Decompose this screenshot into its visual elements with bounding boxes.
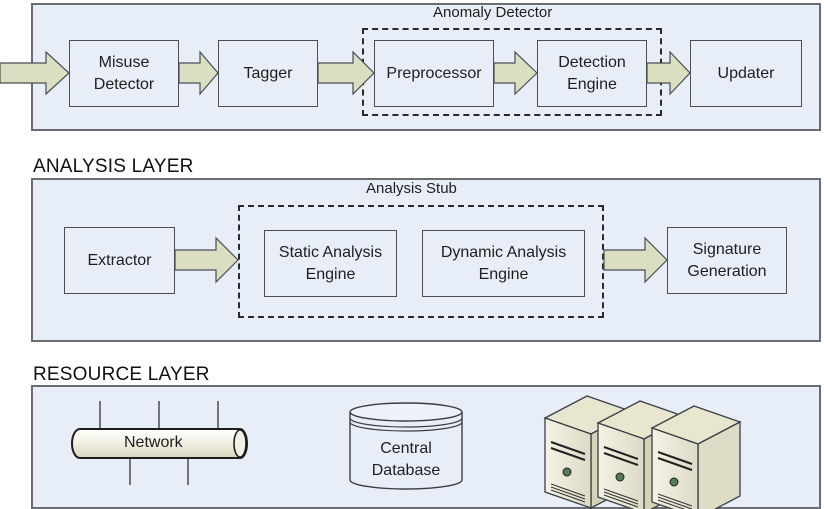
network-label: Network <box>124 434 183 451</box>
arrow-preprocessor-to-detection <box>493 50 538 96</box>
arrow-extractor-to-stub <box>174 236 239 284</box>
static-analysis-engine-box[interactable]: Static Analysis Engine <box>264 230 397 297</box>
signature-generation-box[interactable]: Signature Generation <box>667 227 787 294</box>
analysis-stub-label: Analysis Stub <box>366 180 457 197</box>
updater-box[interactable]: Updater <box>690 40 802 107</box>
dynamic-analysis-engine-box[interactable]: Dynamic Analysis Engine <box>422 230 585 297</box>
misuse-detector-box[interactable]: Misuse Detector <box>69 40 179 107</box>
analysis-stub-group <box>238 205 604 318</box>
database-label: Central Database <box>371 440 441 479</box>
anomaly-detector-label: Anomaly Detector <box>433 4 553 21</box>
tagger-box[interactable]: Tagger <box>218 40 318 107</box>
arrow-tagger-to-preprocessor <box>317 50 375 96</box>
arrow-input-to-misuse <box>0 50 70 96</box>
arrow-detection-to-updater <box>646 50 691 96</box>
arrow-misuse-to-tagger <box>178 50 219 96</box>
network-icon <box>71 401 248 485</box>
analysis-layer-title: ANALYSIS LAYER <box>33 156 194 177</box>
resource-layer-title: RESOURCE LAYER <box>33 364 210 385</box>
arrow-stub-to-signature <box>603 236 668 284</box>
extractor-box[interactable]: Extractor <box>64 227 175 294</box>
database-icon <box>349 402 463 490</box>
server-icon <box>650 405 742 509</box>
server-cluster-icon <box>543 395 742 509</box>
